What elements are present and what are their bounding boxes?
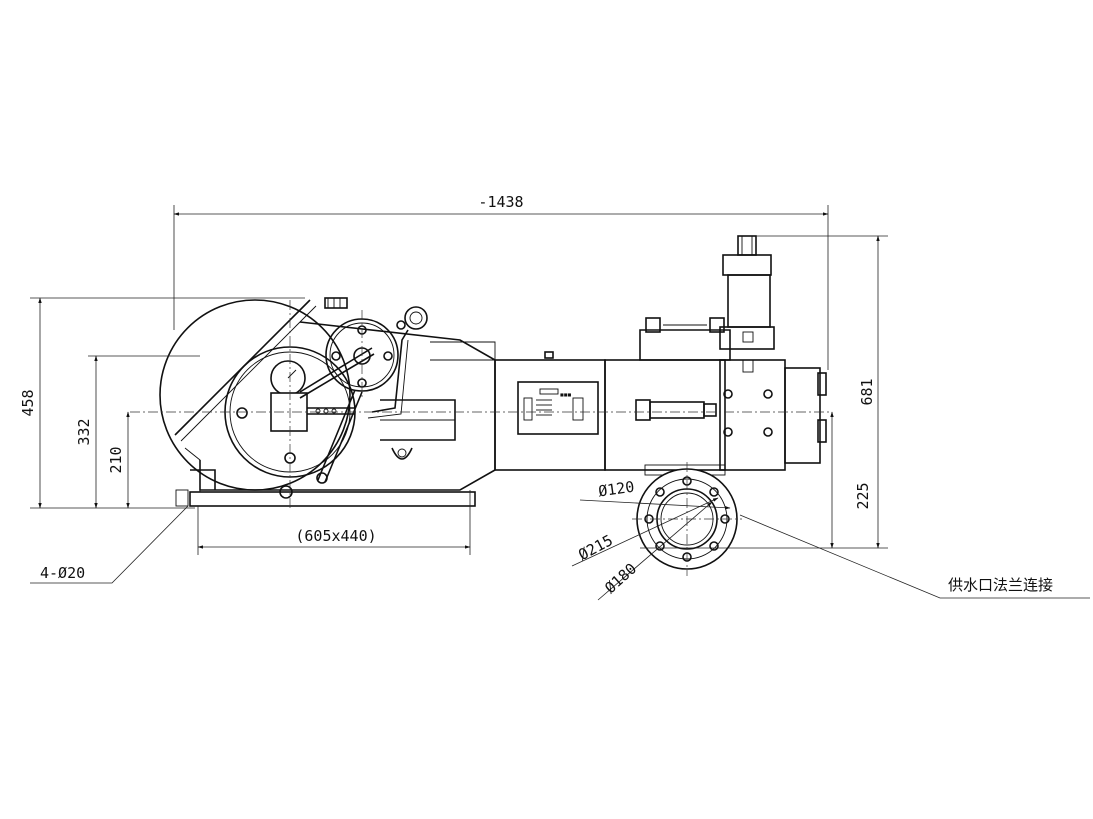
anchor-holes-label: 4-Ø20: [40, 564, 85, 582]
anchor-lug: [175, 489, 189, 507]
outlet-height-label: 225: [854, 482, 872, 509]
inlet-flange-note: 供水口法兰连接: [948, 576, 1053, 594]
dim-base: (605x440): [197, 490, 471, 555]
dim-left-heights: 458 332 210: [19, 297, 305, 509]
base-size-label: (605x440): [295, 527, 376, 545]
anchor-hole-leader: 4-Ø20: [30, 505, 189, 584]
flange-outer-label: Ø215: [575, 531, 615, 564]
svg-text:■■■: ■■■: [560, 392, 572, 397]
crankcase-frame: [199, 321, 496, 491]
inlet-note-leader: 供水口法兰连接: [739, 514, 1090, 599]
shaft-height-label: 210: [107, 446, 125, 473]
pump-head: ■■■: [430, 235, 827, 576]
flange-inner-label: Ø120: [597, 478, 635, 501]
name-plate: [517, 381, 599, 435]
lifting-eye: [404, 306, 428, 330]
base-plate: [189, 491, 476, 507]
dim-overall-length: -1438: [173, 193, 829, 370]
pump-body: [159, 297, 496, 507]
connecting-rod: [299, 347, 373, 393]
plunger-nut: [649, 401, 705, 419]
bolt-circle-label: Ø180: [601, 560, 640, 598]
center-height-label: 332: [75, 418, 93, 445]
discharge-block: [719, 359, 786, 471]
relief-valve-cap: [737, 235, 757, 256]
dim-right-heights: 681 225: [640, 235, 888, 549]
right-height-label: 681: [858, 378, 876, 405]
breather-cap: [324, 297, 348, 309]
total-height-label: 458: [19, 389, 37, 416]
fluid-end: [604, 359, 726, 471]
overall-length-label: -1438: [478, 193, 523, 211]
flywheel: [159, 299, 351, 491]
relief-valve-body: [727, 274, 771, 328]
